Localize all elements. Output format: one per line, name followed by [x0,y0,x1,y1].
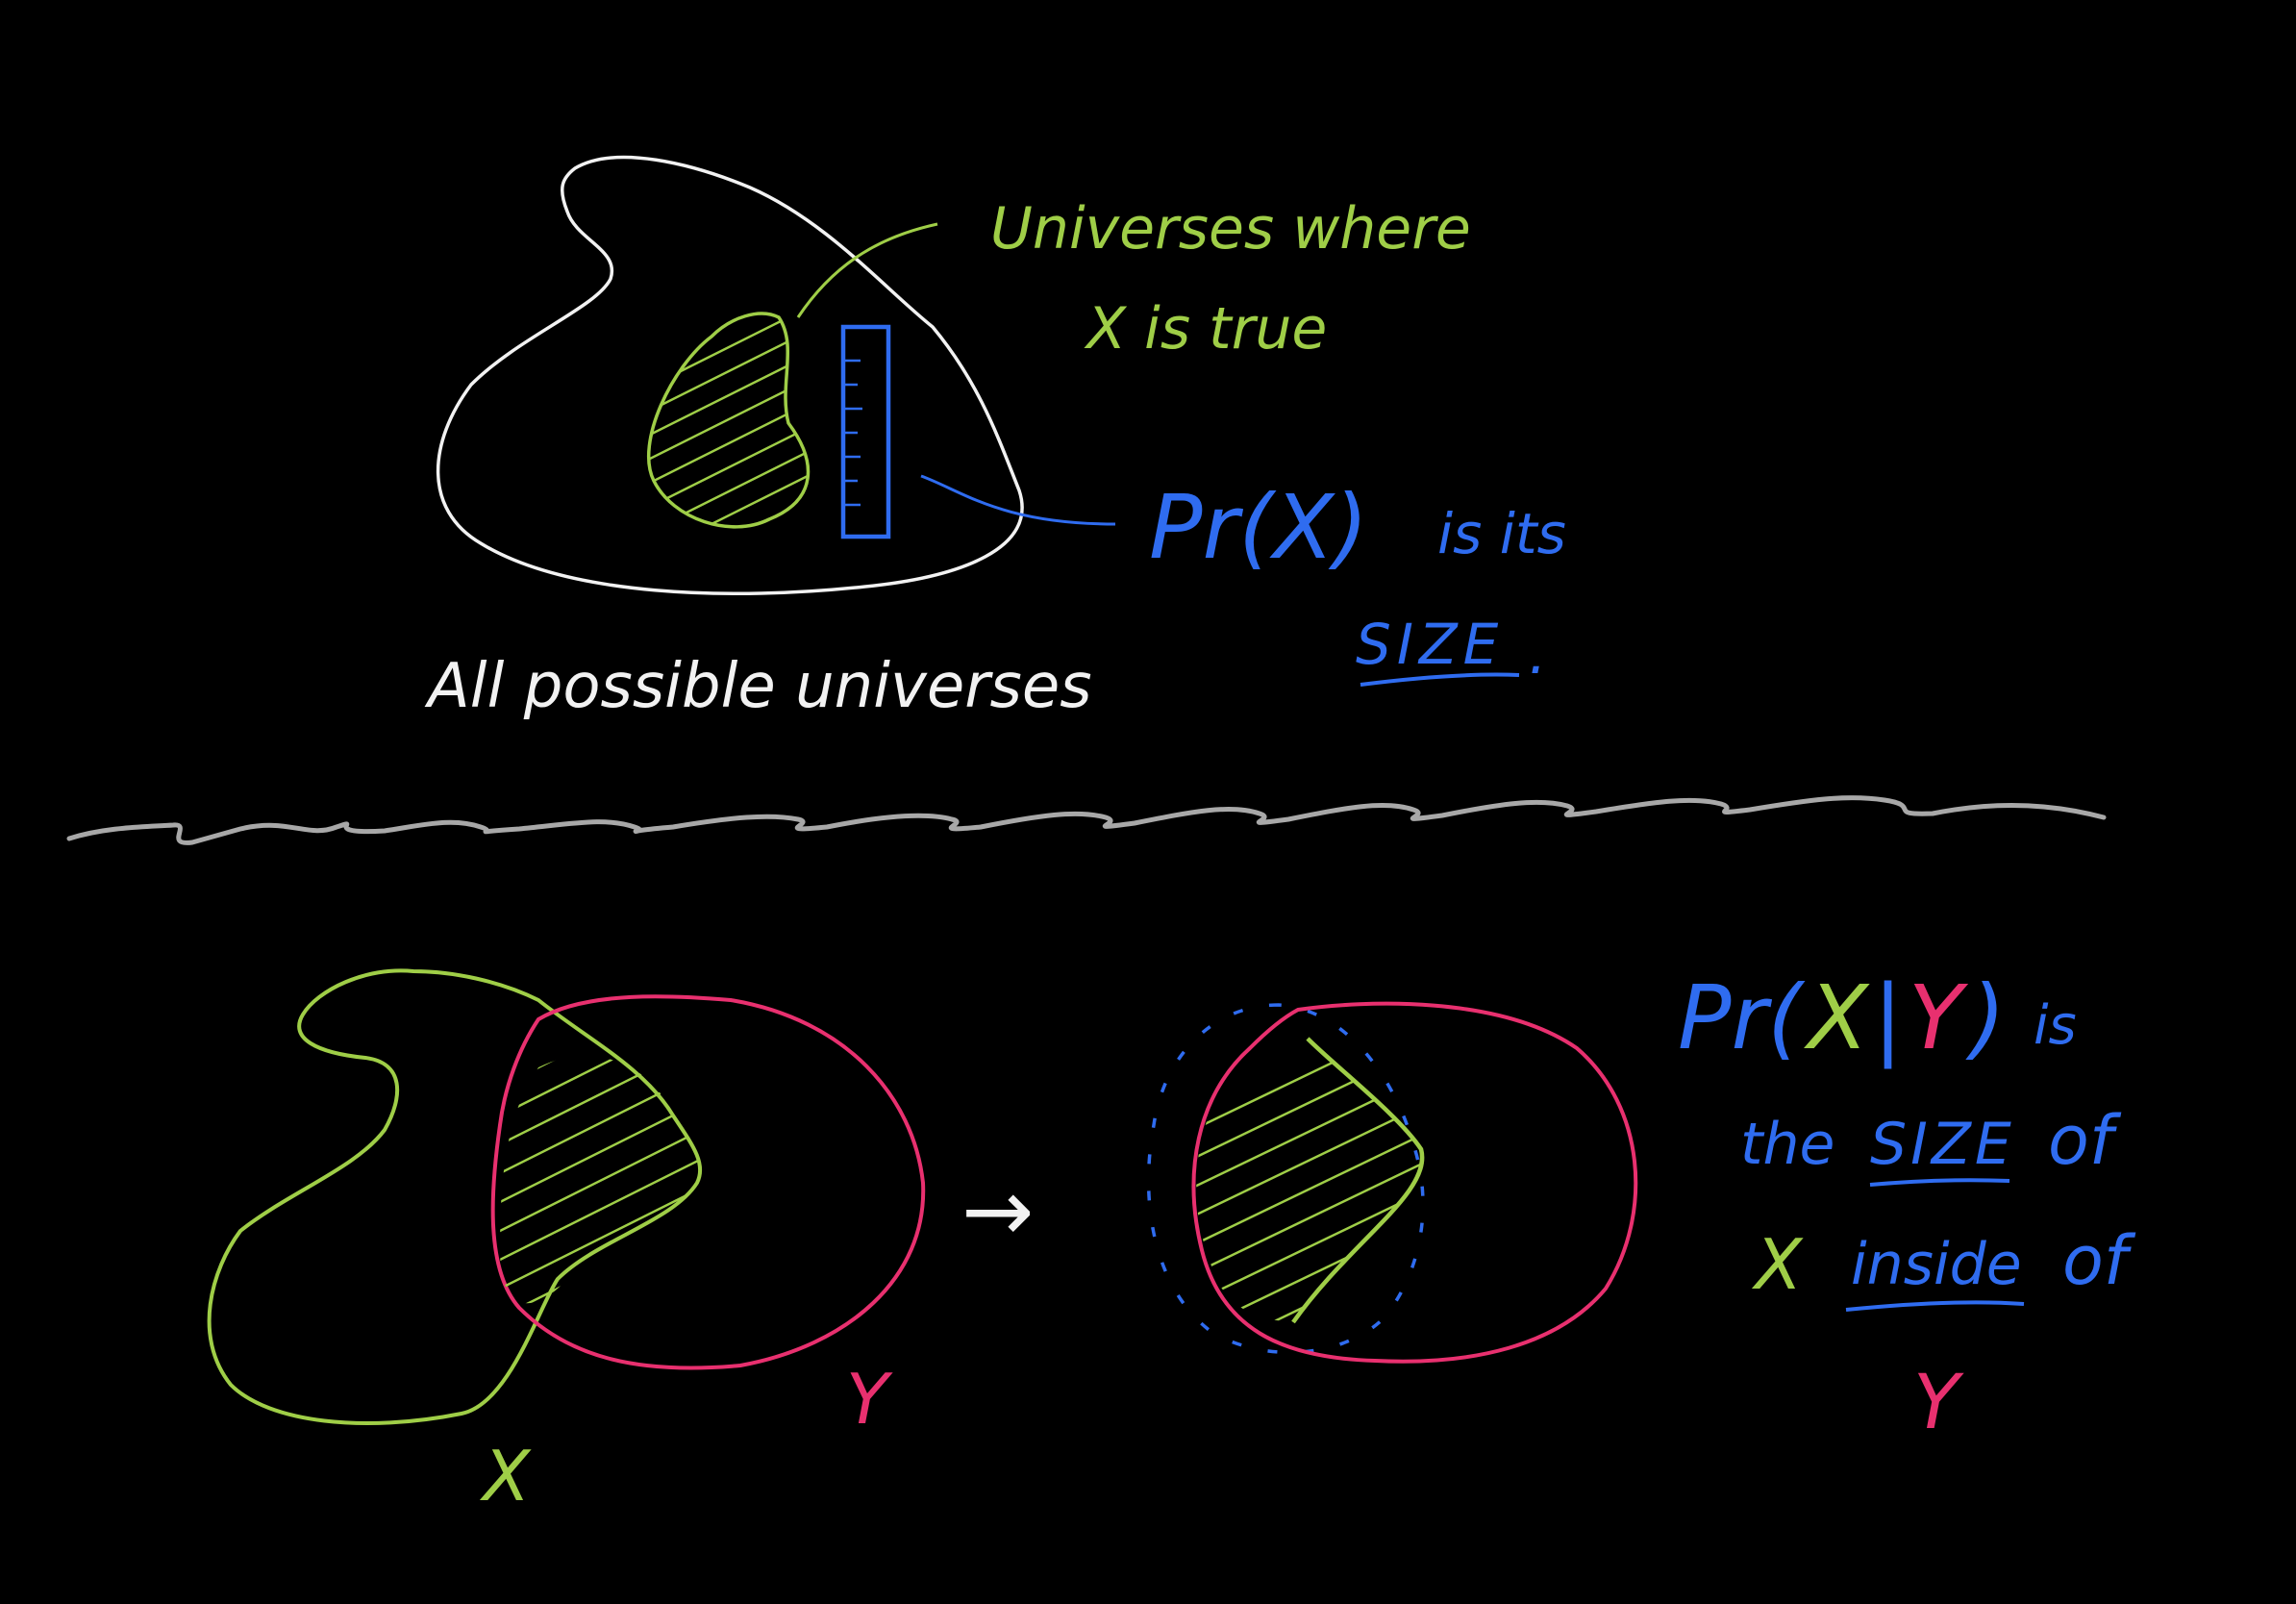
cond-x: X [1804,966,1870,1069]
cond-bar: | [1873,966,1903,1069]
of-word: of [2048,1101,2122,1180]
zoomed-hatching [1196,1039,1423,1322]
y-set-label: Y [846,1359,893,1440]
y-set-outline [490,994,926,1370]
intersection-hatching [500,1056,701,1304]
cond-close: ) [1965,966,2006,1069]
pr-x-suffix: is its [1437,501,1566,566]
inside-underline [1845,1300,2025,1312]
the-word: the [1740,1111,1834,1178]
pr-x-expression: Pr(X) [1149,476,1368,579]
of-word-2: of [2062,1221,2136,1300]
x-label-pointer [796,222,938,318]
x-set-label: X [479,1436,532,1516]
x-label-line1: Universes where [990,195,1471,263]
size-underline-bottom [1869,1178,2010,1187]
size-word-bottom: SIZE [1870,1111,2015,1178]
inside-word: inside [1851,1231,2022,1298]
ruler-pointer [920,474,1116,526]
zoomed-x-boundary [1291,1037,1425,1324]
x-label-line2: X is true [1084,295,1327,363]
universe-outline [436,155,1024,596]
size-ruler-icon [840,324,891,539]
x-word: X [1751,1224,1804,1305]
y-word: Y [1913,1360,1964,1446]
cond-y: Y [1909,966,1969,1069]
size-underline-top [1360,672,1520,687]
cond-is: is [2034,994,2077,1057]
universe-label: All possible universes [424,651,1092,722]
x-set-outline [207,968,703,1425]
zoomed-y-outline [1191,1001,1638,1364]
cond-pr-open: Pr( [1678,966,1806,1069]
size-word-top: SIZE [1356,612,1504,677]
size-period-top: . [1529,621,1546,687]
section-divider [66,795,2107,845]
transform-arrow: → [961,1161,1034,1262]
zoom-dashed-outline [1146,1003,1425,1355]
